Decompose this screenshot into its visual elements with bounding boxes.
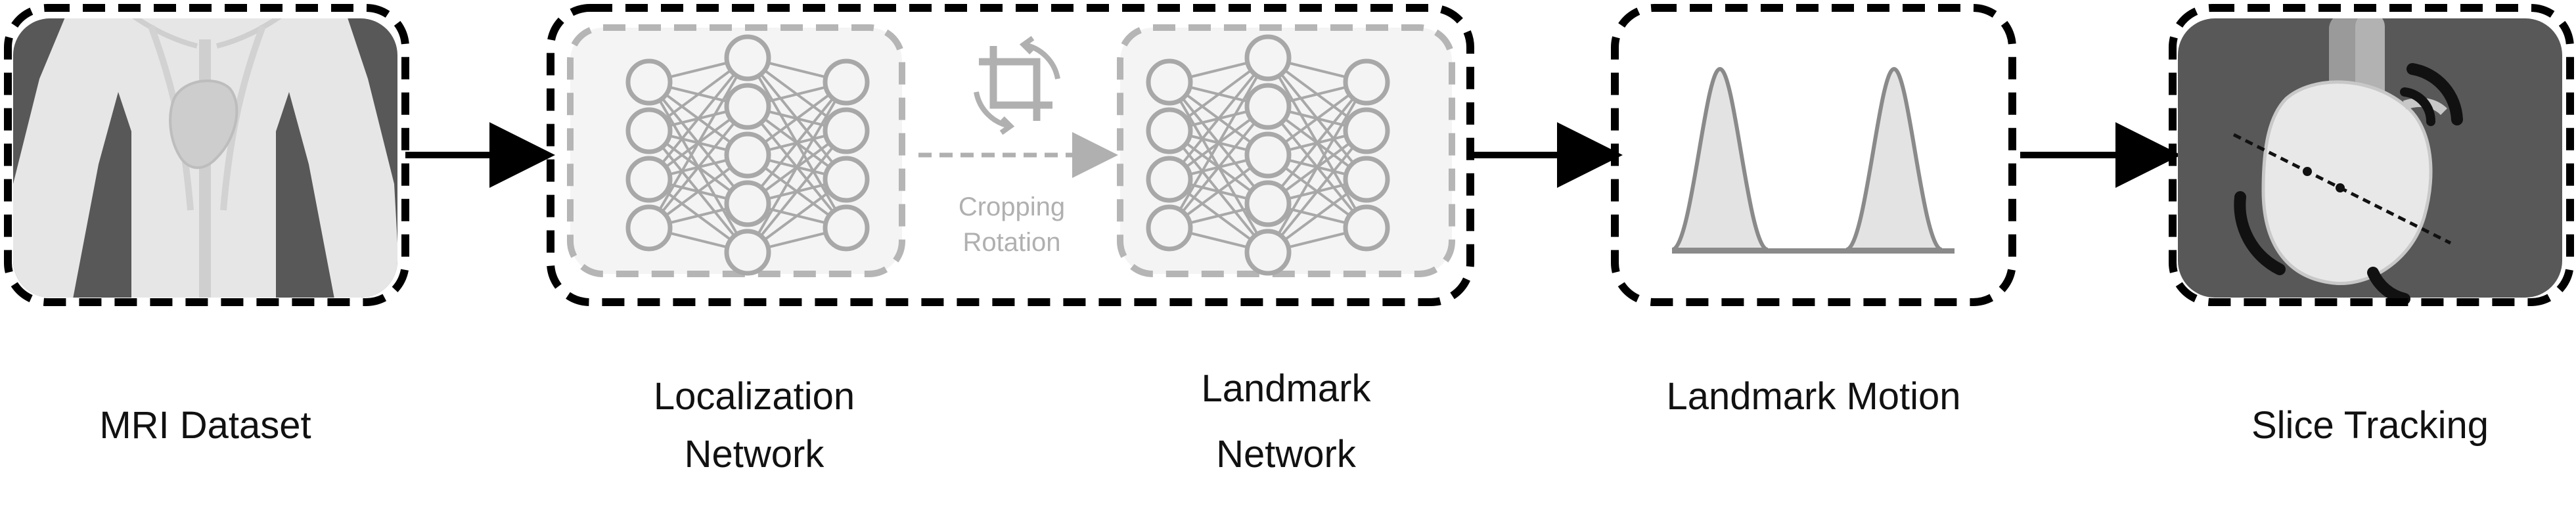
- nn-neuron: [1343, 107, 1390, 154]
- nn-neuron: [823, 58, 870, 106]
- caption-line: Network: [684, 433, 825, 476]
- nn-neuron: [724, 180, 771, 227]
- network-outer-dashed-frame: [547, 4, 1474, 306]
- motion-arc-top: [2407, 63, 2463, 125]
- nn-connection: [648, 105, 749, 229]
- neural-network-icon: [1146, 34, 1390, 276]
- transition-label-line-2: Rotation: [963, 228, 1061, 257]
- nn-connection: [1267, 81, 1368, 205]
- nn-neuron: [1244, 34, 1292, 81]
- nn-connection: [1168, 105, 1269, 229]
- nn-neuron: [1244, 83, 1292, 130]
- nn-connection: [1168, 56, 1269, 229]
- nn-neuron: [1244, 229, 1292, 276]
- nn-connection: [648, 56, 749, 229]
- nn-neuron: [724, 34, 771, 81]
- neural-network-icon: [625, 34, 870, 276]
- motion-arc-bottom-right: [2367, 267, 2410, 305]
- nn-neuron: [1146, 204, 1193, 252]
- caption-line: Landmark: [1201, 367, 1371, 410]
- nn-neuron: [1146, 156, 1193, 203]
- caption-slice-tracking: Slice Tracking: [2251, 404, 2489, 447]
- motion-arc-bottom: [2234, 191, 2286, 275]
- nn-neuron: [823, 107, 870, 154]
- localization-panel-frame: [567, 24, 905, 277]
- transition-label-line-1: Cropping: [959, 192, 1065, 221]
- motion-peak-left: [1671, 66, 1769, 252]
- tracking-landmark-marker: [2303, 167, 2312, 176]
- slice-tracking-panel: [2169, 4, 2574, 306]
- nn-connection: [746, 81, 847, 254]
- caption-landmark-motion: Landmark Motion: [1666, 375, 1961, 418]
- nn-connection: [1267, 129, 1368, 254]
- nn-neuron: [625, 107, 673, 154]
- caption-localization-network: Localization Network: [570, 368, 938, 483]
- nn-neuron: [724, 229, 771, 276]
- nn-neuron: [1343, 58, 1390, 106]
- nn-neuron: [724, 83, 771, 130]
- nn-connection: [1267, 81, 1368, 254]
- network-group: Cropping Rotation: [547, 4, 1474, 306]
- caption-landmark-network: Landmark Network: [1120, 360, 1452, 483]
- nn-neuron: [823, 204, 870, 252]
- nn-neuron: [625, 204, 673, 252]
- motion-peak-right: [1845, 66, 1943, 252]
- mri-dashed-frame: [4, 4, 409, 306]
- nn-connection: [746, 81, 847, 205]
- motion-dashed-frame: [1611, 4, 2016, 306]
- nn-neuron: [1146, 58, 1193, 106]
- caption-line: Network: [1216, 433, 1356, 476]
- nn-connection: [1168, 56, 1269, 181]
- nn-neuron: [724, 131, 771, 179]
- landmark-panel-frame: [1117, 24, 1455, 277]
- nn-connection: [648, 56, 749, 181]
- nn-connection: [746, 129, 847, 254]
- caption-line: Localization: [653, 375, 855, 418]
- motion-peaks-icon: [1671, 66, 1955, 254]
- nn-neuron: [625, 58, 673, 106]
- crop-rotate-transition: Cropping Rotation: [918, 35, 1118, 257]
- landmark-motion-panel: [1611, 4, 2016, 306]
- tracking-landmark-marker: [2336, 183, 2345, 192]
- nn-neuron: [1343, 156, 1390, 203]
- localization-network-panel: [567, 24, 905, 277]
- landmark-network-panel: [1117, 24, 1455, 277]
- nn-neuron: [1343, 204, 1390, 252]
- nn-neuron: [1146, 107, 1193, 154]
- nn-neuron: [1244, 131, 1292, 179]
- torso-silhouette-icon: [13, 18, 397, 298]
- crop-rotate-icon: [974, 35, 1060, 135]
- tracking-dashed-frame: [2169, 4, 2574, 306]
- nn-neuron: [625, 156, 673, 203]
- mri-dataset-panel: [4, 4, 409, 306]
- motion-arc-top-inner: [2400, 87, 2436, 126]
- nn-neuron: [823, 156, 870, 203]
- caption-mri-dataset: MRI Dataset: [99, 404, 311, 447]
- nn-neuron: [1244, 180, 1292, 227]
